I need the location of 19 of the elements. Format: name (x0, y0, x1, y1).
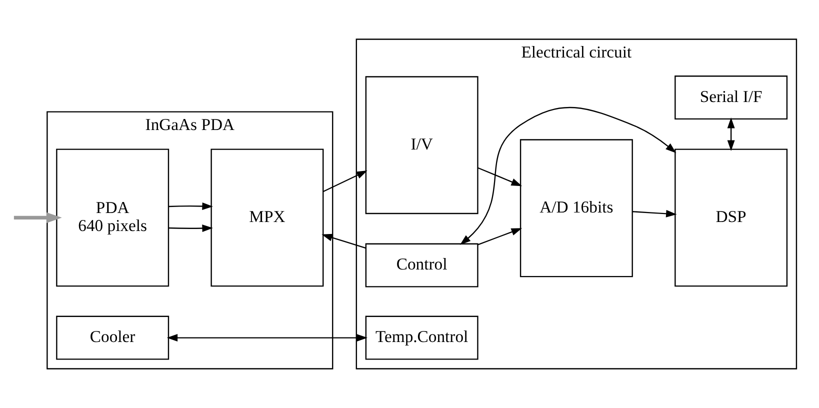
arrow (478, 228, 522, 246)
node-box: PDA 640 pixels (56, 148, 170, 287)
node-box: DSP (674, 148, 788, 287)
arrow (168, 224, 213, 232)
arrow (168, 202, 213, 210)
node-box: MPX (210, 148, 324, 287)
node-box: I/V (365, 76, 478, 214)
arrow (166, 334, 368, 342)
arrow (478, 167, 522, 186)
node-box: Control (365, 243, 478, 288)
node-box: Temp.Control (365, 316, 478, 360)
arrow (322, 234, 366, 249)
arrow (460, 106, 676, 245)
arrow (14, 212, 62, 224)
node-box: Cooler (56, 316, 170, 360)
node-box: Serial I/F (674, 76, 788, 120)
node-box: A/D 16bits (520, 139, 633, 278)
arrow (727, 118, 735, 151)
arrow (632, 210, 677, 218)
